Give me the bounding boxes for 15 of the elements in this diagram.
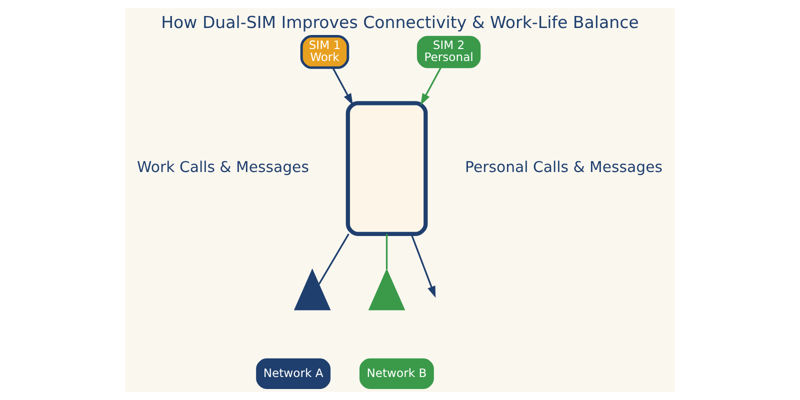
connector (386, 234, 388, 270)
node-text: Work Calls & Messages (137, 158, 309, 176)
connector (318, 234, 350, 285)
arrow (420, 67, 442, 106)
node-box: Network B (359, 358, 434, 389)
node-text: Personal Calls & Messages (465, 158, 662, 176)
node-box: SIM 1 Work (300, 35, 350, 69)
arrow (410, 234, 436, 298)
node-box: Network A (256, 358, 331, 389)
node-tower (368, 268, 406, 310)
arrow (332, 67, 354, 106)
node-box: SIM 2 Personal (416, 36, 481, 68)
node-tower (294, 268, 331, 310)
node-box (346, 101, 428, 236)
diagram-title: How Dual-SIM Improves Connectivity & Work-Life Balance (161, 12, 639, 32)
